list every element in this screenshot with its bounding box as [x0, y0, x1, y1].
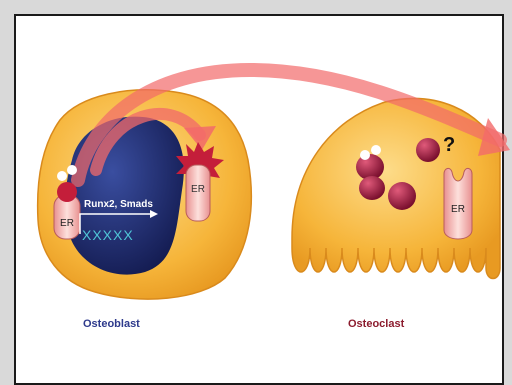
osteoblast-nucleus	[65, 117, 184, 275]
transcription-factors-label: Runx2, Smads	[84, 199, 153, 210]
unknown-mark: ?	[443, 134, 455, 156]
dna-sequence-label: XXXXX	[82, 227, 134, 243]
ligand-icon	[57, 182, 77, 202]
osteoclast-caption: Osteoclast	[348, 318, 404, 330]
ligand-bead	[360, 150, 370, 160]
ligand-bead	[57, 171, 67, 181]
vesicle	[359, 176, 385, 200]
ligand-bead	[67, 165, 77, 175]
vesicle	[388, 182, 416, 210]
osteoclast-er-label: ER	[451, 204, 465, 215]
vesicle	[356, 154, 384, 180]
ligand-bead	[371, 145, 381, 155]
nuclear-er-label: ER	[60, 218, 74, 229]
vesicle	[416, 138, 440, 162]
osteoblast-caption: Osteoblast	[83, 318, 140, 330]
membrane-er-label: ER	[191, 184, 205, 195]
